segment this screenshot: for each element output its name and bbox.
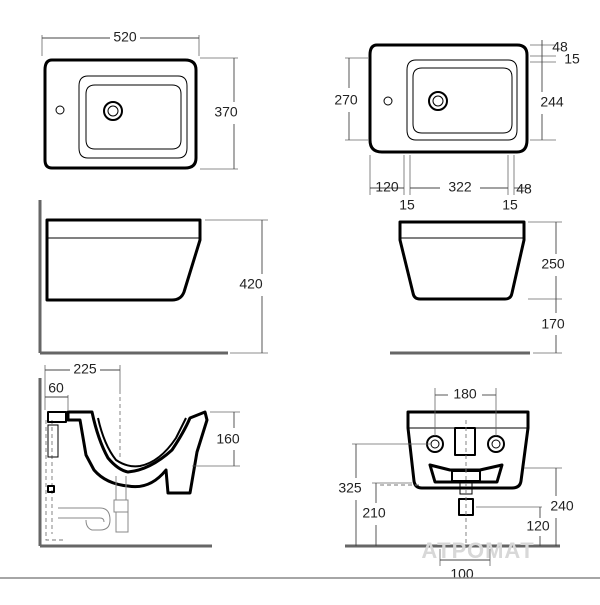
right-drain-outer bbox=[428, 91, 448, 111]
drain-tail bbox=[115, 476, 127, 501]
section-bowl-inner bbox=[97, 417, 187, 468]
dim-420: 420 bbox=[239, 276, 263, 292]
dim-48-bottom: 48 bbox=[516, 181, 532, 197]
right-drain-inner bbox=[432, 95, 444, 107]
rear-channel bbox=[454, 427, 476, 456]
dim-60: 60 bbox=[48, 380, 64, 396]
mounting-plate bbox=[47, 424, 59, 458]
rear-view: 180 325 210 240 120 100 bbox=[338, 386, 574, 582]
dim-240: 240 bbox=[550, 498, 574, 514]
top-view-right-basin-outer bbox=[406, 59, 518, 141]
mounting-block bbox=[47, 411, 67, 423]
right-tap-hole bbox=[383, 96, 393, 106]
trap-bend-inner bbox=[58, 517, 105, 523]
side-view-body bbox=[45, 218, 202, 302]
watermark-text: АТРОМАТ bbox=[421, 538, 534, 563]
hidden-line bbox=[45, 420, 66, 541]
dim-244: 244 bbox=[540, 94, 564, 110]
top-view-basin-inner bbox=[85, 84, 182, 150]
dim-520: 520 bbox=[113, 29, 137, 45]
dim-225: 225 bbox=[73, 361, 97, 377]
side-view: 420 bbox=[38, 200, 268, 355]
fixing-hole-left-inner bbox=[430, 439, 440, 449]
section-bowl-outline bbox=[66, 410, 209, 495]
front-view: 250 170 bbox=[390, 220, 565, 355]
dim-270: 270 bbox=[334, 92, 358, 108]
rear-view-body bbox=[406, 410, 530, 490]
top-view-right-outline bbox=[368, 43, 529, 154]
dim-160: 160 bbox=[216, 431, 240, 447]
fixing-hole-right-inner bbox=[491, 439, 501, 449]
trap-bend bbox=[58, 507, 111, 531]
section-view: 225 60 160 bbox=[38, 361, 240, 548]
dim-15-right: 15 bbox=[502, 197, 518, 213]
top-view-right: 270 48 15 244 120 322 48 15 15 bbox=[334, 39, 580, 213]
tap-hole bbox=[55, 105, 65, 115]
dim-180: 180 bbox=[453, 386, 477, 402]
front-view-body bbox=[398, 220, 526, 301]
dim-100: 100 bbox=[450, 566, 474, 582]
rear-outlet-recess bbox=[428, 463, 504, 484]
dim-48-top: 48 bbox=[552, 39, 568, 55]
dim-322: 322 bbox=[448, 179, 472, 195]
top-view-right-basin-inner bbox=[412, 67, 513, 134]
top-view-basin-outer bbox=[78, 75, 188, 159]
dim-15-top: 15 bbox=[564, 51, 580, 67]
dim-15-left: 15 bbox=[399, 197, 415, 213]
dim-120: 120 bbox=[375, 179, 399, 195]
drain-outer-circle bbox=[103, 101, 123, 121]
dim-210: 210 bbox=[362, 505, 386, 521]
dim-120-rear: 120 bbox=[526, 518, 550, 534]
bolt-marker bbox=[47, 485, 55, 493]
dim-325: 325 bbox=[338, 480, 362, 496]
top-view-outline bbox=[43, 58, 198, 170]
dim-250: 250 bbox=[541, 256, 565, 272]
drain-nut bbox=[113, 499, 129, 513]
trap-down bbox=[115, 512, 129, 533]
drain-inner-circle bbox=[107, 105, 119, 117]
top-view-left: 520 370 bbox=[41, 29, 238, 170]
dim-170: 170 bbox=[541, 316, 565, 332]
fixing-hole-right bbox=[487, 435, 505, 453]
dim-370: 370 bbox=[214, 104, 238, 120]
